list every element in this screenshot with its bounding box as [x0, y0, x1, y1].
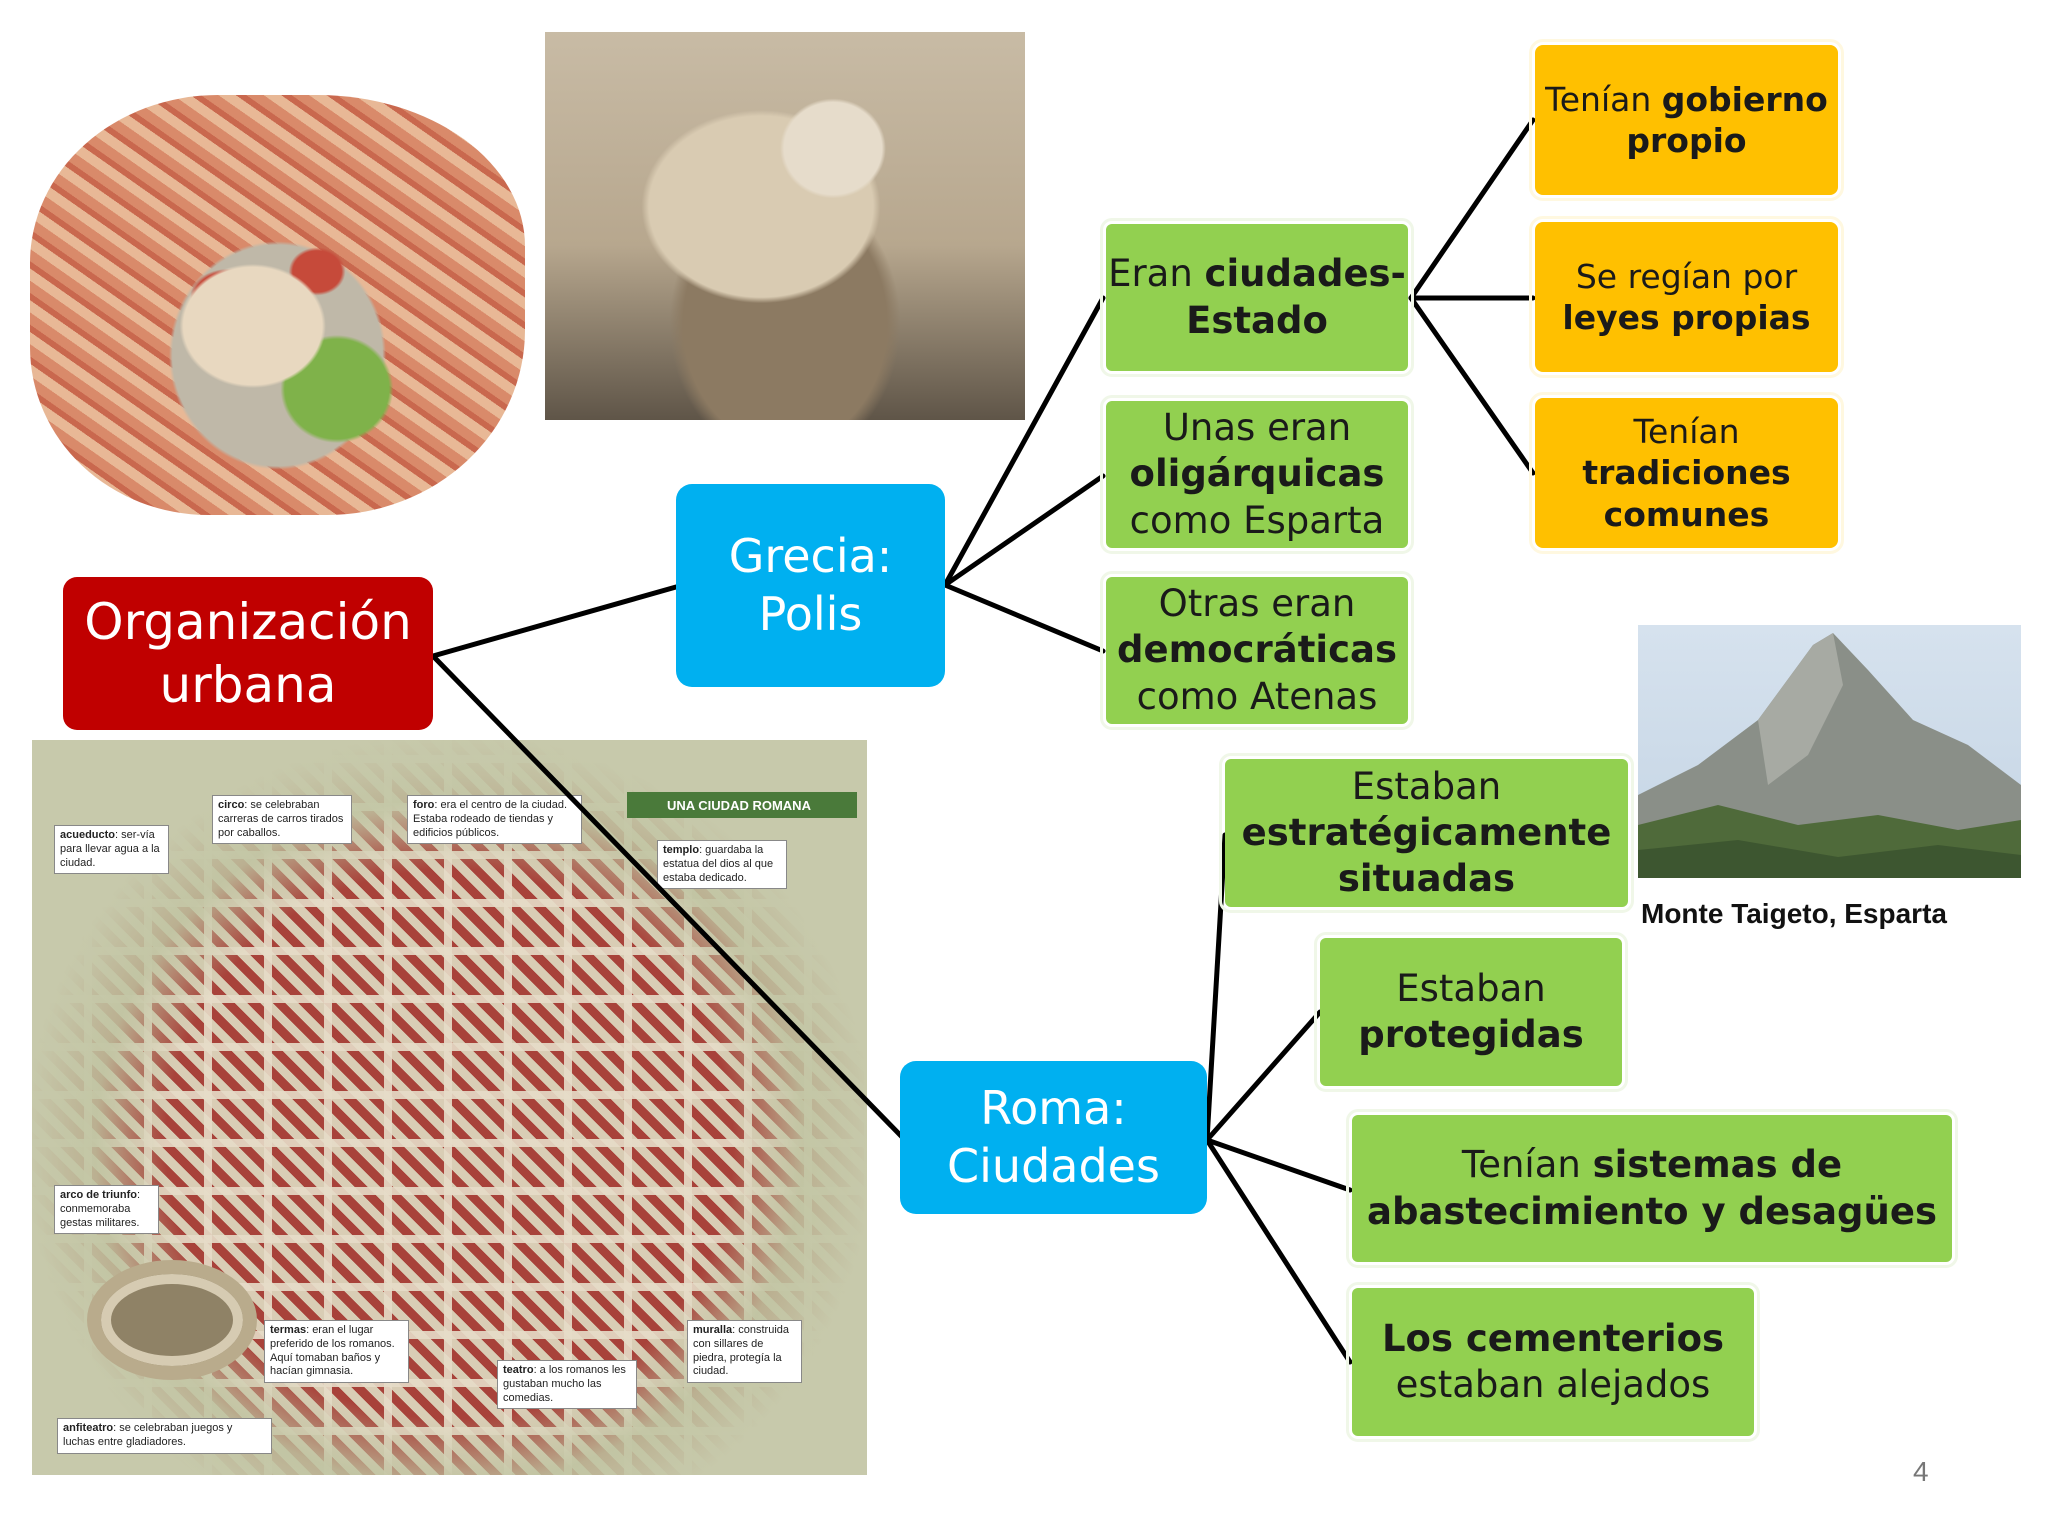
node-democraticas: Otras eran democráticas como Atenas: [1100, 571, 1414, 730]
node-oligarchic-line1: Unas eran: [1162, 406, 1352, 450]
label-muralla: muralla: construida con sillares de pied…: [687, 1320, 802, 1383]
node-supply-pre: Tenían: [1461, 1143, 1593, 1187]
node-democratic-bold: democráticas: [1117, 628, 1397, 672]
label-arco-triunfo: arco de triunfo: conmemoraba gestas mili…: [54, 1185, 159, 1235]
node-oligarquicas: Unas eran oligárquicas como Esparta: [1100, 395, 1414, 554]
node-democratic-line1: Otras eran: [1158, 582, 1356, 626]
node-protected-bold: protegidas: [1358, 1013, 1584, 1056]
amphitheater-drawing: [87, 1260, 257, 1380]
roman-city-banner: UNA CIUDAD ROMANA: [627, 792, 857, 818]
trait-laws-line1: Se regían por: [1575, 256, 1798, 296]
page-number: 4: [1913, 1456, 1929, 1487]
hub-roma-ciudades: Roma: Ciudades: [900, 1061, 1207, 1214]
connector-citystate-government: [1408, 117, 1536, 301]
node-ciudades-estado: Eran ciudades- Estado: [1100, 218, 1414, 377]
label-acueducto: acueducto: ser-vía para llevar agua a la…: [54, 825, 169, 875]
roman-city-illustration: UNA CIUDAD ROMANA acueducto: ser-vía par…: [32, 740, 867, 1475]
node-supply-bold1: sistemas de: [1592, 1143, 1843, 1187]
node-strategic-bold2: situadas: [1337, 857, 1516, 901]
acropolis-illustration: [30, 95, 525, 515]
connector-greece-oligarchic: [942, 473, 1106, 588]
node-cementerios-alejados: Los cementerios estaban alejados: [1346, 1282, 1760, 1442]
root-organizacion-urbana: Organización urbana: [63, 577, 433, 730]
trait-traditions-bold1: tradiciones: [1582, 453, 1791, 493]
connector-rome-protected: [1204, 1009, 1323, 1143]
node-citystate-line2: Estado: [1186, 298, 1328, 342]
node-cemeteries-line2: estaban alejados: [1395, 1363, 1711, 1406]
node-oligarchic-line3: como Esparta: [1129, 498, 1385, 542]
node-supply-bold2: abastecimiento y desagües: [1366, 1189, 1937, 1233]
label-circo: circo: se celebraban carreras de carros …: [212, 795, 352, 845]
connector-rome-strategic: [1204, 832, 1228, 1143]
trait-tradiciones-comunes: Tenían tradiciones comunes: [1529, 392, 1844, 554]
root-line2: urbana: [159, 655, 337, 714]
node-oligarchic-bold: oligárquicas: [1129, 452, 1385, 496]
trait-government-bold2: propio: [1626, 121, 1747, 160]
caption-monte-taigeto: Monte Taigeto, Esparta: [1641, 898, 1947, 929]
node-protected-line1: Estaban: [1396, 966, 1546, 1010]
trait-leyes-propias: Se regían por leyes propias: [1529, 216, 1844, 378]
trait-government-bold1: gobierno: [1661, 79, 1828, 119]
label-foro: foro: era el centro de la ciudad. Estaba…: [407, 795, 582, 845]
trait-traditions-bold2: comunes: [1603, 494, 1770, 534]
node-democratic-line3: como Atenas: [1136, 674, 1378, 718]
trait-traditions-line1: Tenían: [1633, 412, 1740, 452]
connector-rome-supply: [1204, 1137, 1353, 1193]
node-protegidas: Estaban protegidas: [1314, 932, 1628, 1092]
hub-grecia-polis: Grecia: Polis: [676, 484, 945, 687]
monte-taigeto-photo: [1638, 625, 2021, 878]
hub-greece-line1: Grecia:: [728, 529, 893, 583]
node-citystate-pre: Eran: [1108, 252, 1205, 296]
connector-greece-democratic: [942, 582, 1106, 654]
node-citystate-bold: ciudades-: [1204, 252, 1406, 296]
connector-citystate-traditions: [1408, 295, 1536, 476]
root-line1: Organización: [84, 593, 412, 651]
trait-laws-bold: leyes propias: [1562, 298, 1811, 337]
node-strategic-bold1: estratégicamente: [1241, 810, 1612, 854]
label-termas: termas: eran el lugar preferido de los r…: [264, 1320, 409, 1383]
hub-rome-line2: Ciudades: [947, 1138, 1160, 1193]
label-anfiteatro: anfiteatro: se celebraban juegos y lucha…: [57, 1418, 272, 1454]
connector-rome-cemeteries: [1204, 1137, 1353, 1365]
trait-gobierno-propio: Tenían gobierno propio: [1529, 39, 1844, 201]
trait-government-pre: Tenían: [1545, 79, 1662, 119]
label-teatro: teatro: a los romanos les gustaban mucho…: [497, 1360, 637, 1410]
connector-root-greece: [430, 584, 679, 659]
hub-rome-line1: Roma:: [980, 1081, 1127, 1135]
label-templo: templo: guardaba la estatua del dios al …: [657, 840, 787, 890]
node-abastecimiento-desagues: Tenían sistemas de abastecimiento y desa…: [1346, 1109, 1958, 1268]
node-strategic-line1: Estaban: [1351, 764, 1502, 808]
node-cemeteries-bold: Los cementerios: [1381, 1316, 1725, 1360]
node-estrategicamente-situadas: Estaban estratégicamente situadas: [1219, 753, 1634, 913]
acropolis-aerial-photo: [545, 32, 1025, 420]
hub-greece-line2: Polis: [758, 586, 863, 641]
